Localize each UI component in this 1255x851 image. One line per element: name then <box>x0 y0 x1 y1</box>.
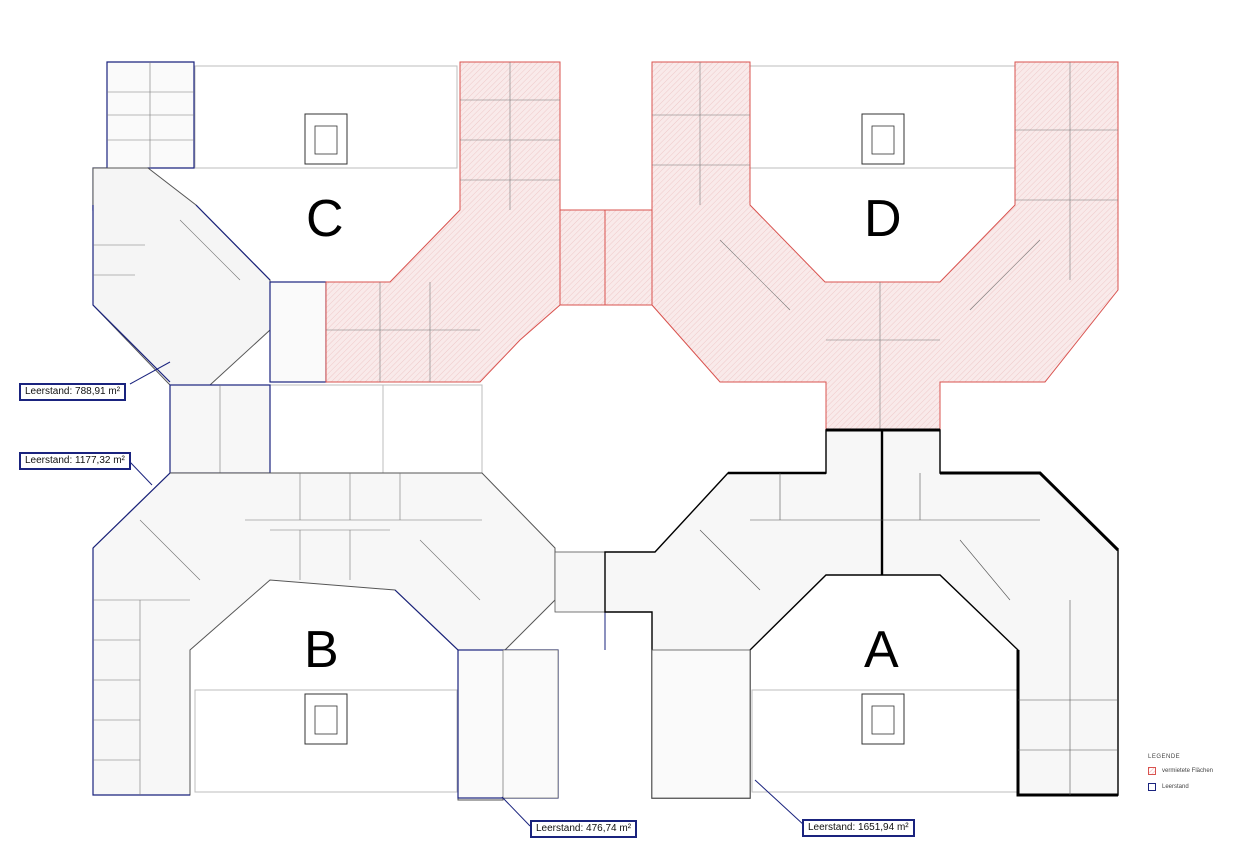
wing-label-a: A <box>864 621 899 679</box>
vacancy-callout-b-south: Leerstand: 476,74 m² <box>530 820 638 838</box>
vacancy-callout-c: Leerstand: 788,91 m² <box>19 383 127 401</box>
wing-label-b: B <box>304 621 339 679</box>
center-link-rented <box>559 209 653 306</box>
legend-label-vacant: Leerstand <box>1162 784 1189 790</box>
wing-label-d: D <box>864 190 902 248</box>
wing-a-floorplan <box>604 428 1120 799</box>
vacancy-callout-b-west: Leerstand: 1177,32 m² <box>19 452 131 470</box>
legend-item-vacant: Leerstand <box>1148 781 1248 793</box>
legend-label-rented: vermietete Flächen <box>1162 768 1214 774</box>
vacancy-callout-a: Leerstand: 1651,94 m² <box>802 819 915 837</box>
wing-label-c: C <box>306 190 344 248</box>
callout-leaders <box>129 361 806 827</box>
legend-item-rented: vermietete Flächen <box>1148 765 1248 777</box>
wing-d-floorplan <box>651 61 1119 431</box>
wing-b-floorplan <box>92 472 559 801</box>
legend: LEGENDE vermietete Flächen Leerstand <box>1148 754 1248 797</box>
rented-swatch-icon <box>1148 767 1156 775</box>
legend-title: LEGENDE <box>1148 754 1181 760</box>
wing-c-floorplan <box>92 61 561 386</box>
vacant-swatch-icon <box>1148 783 1156 791</box>
